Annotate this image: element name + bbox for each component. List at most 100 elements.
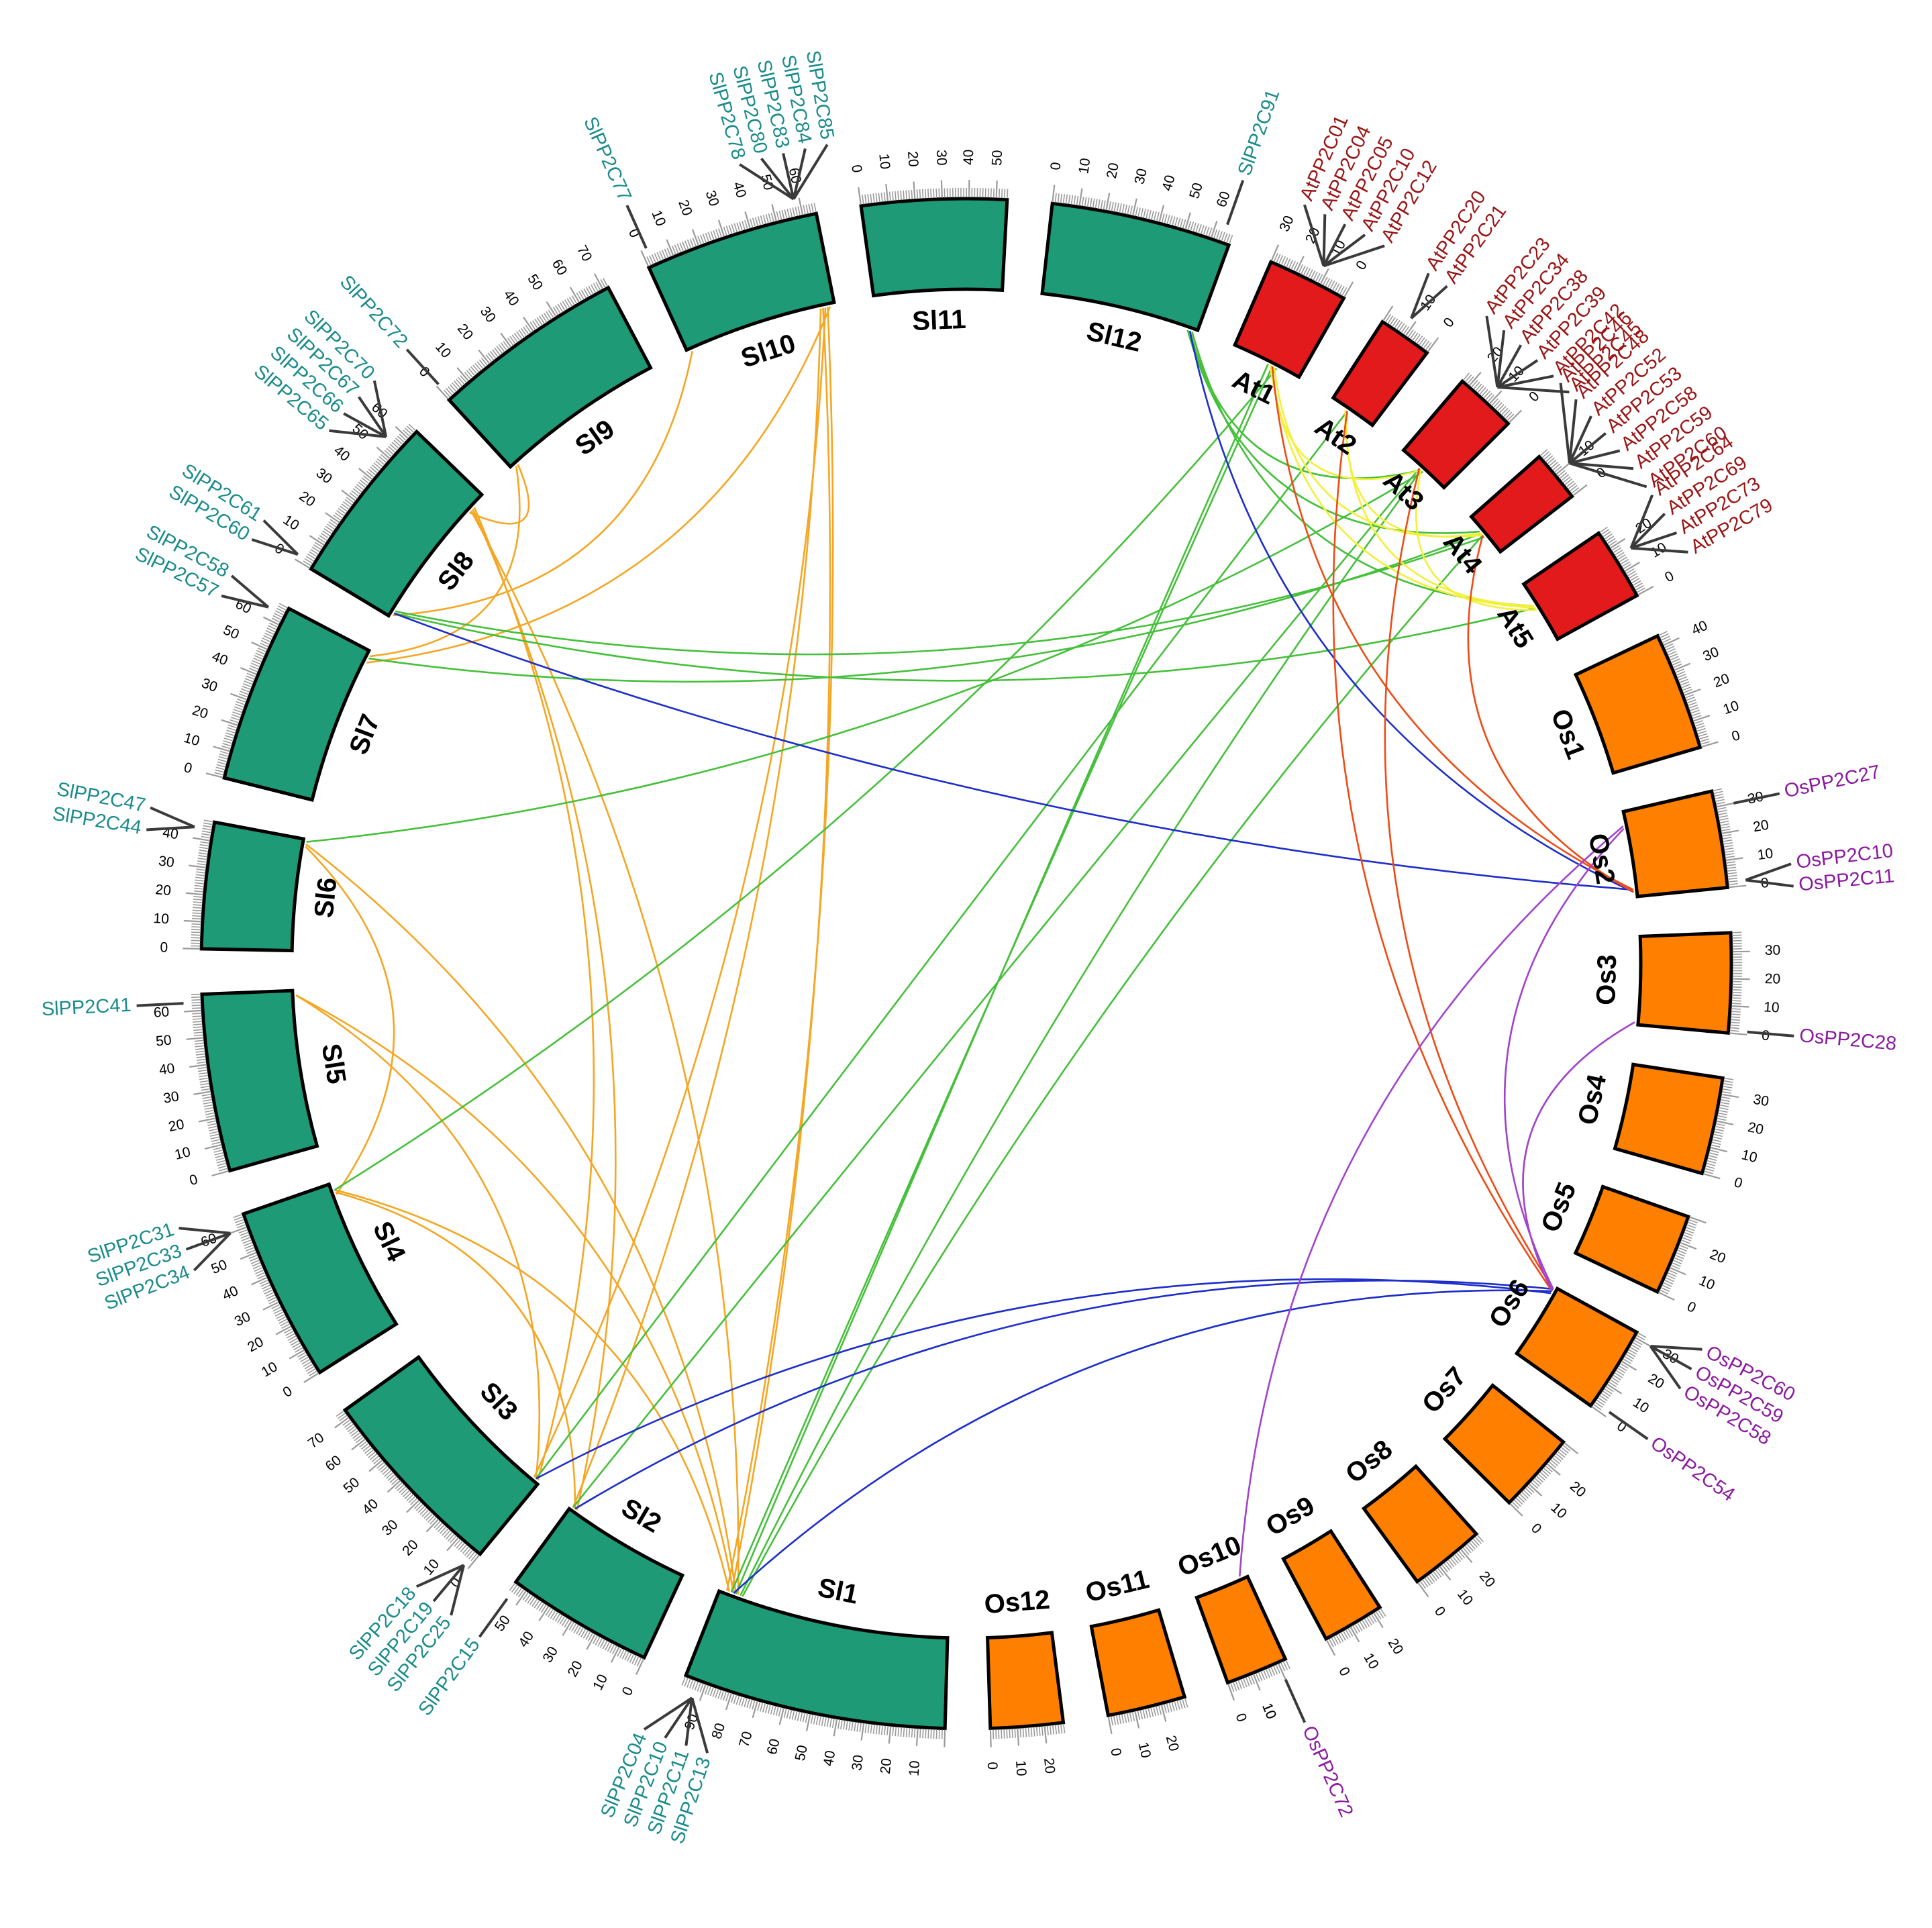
chromosome-band-Os11 — [1089, 1608, 1187, 1718]
axis-tick — [1123, 1713, 1127, 1723]
axis-tick — [1310, 270, 1316, 280]
axis-tick — [1664, 1279, 1674, 1285]
axis-tick — [458, 376, 465, 385]
axis-tick — [1407, 329, 1414, 338]
axis-tick — [211, 1139, 221, 1142]
axis-tick — [933, 1729, 935, 1739]
axis-tick — [925, 1729, 927, 1739]
gene-label: SlPP2C77 — [579, 113, 635, 204]
axis-tick — [1727, 874, 1737, 877]
axis-tick — [205, 1109, 215, 1113]
gene-connector — [405, 348, 440, 385]
axis-tick — [238, 1229, 248, 1234]
axis-tick — [725, 1692, 733, 1711]
axis-tick — [205, 1112, 215, 1115]
axis-tick — [319, 535, 328, 542]
axis-tick — [1317, 274, 1323, 283]
gene-connector — [262, 519, 299, 556]
axis-tick — [288, 1335, 297, 1341]
axis-tick — [597, 1637, 603, 1647]
axis-tick — [192, 909, 202, 912]
axis-tick — [884, 1725, 886, 1735]
axis-tick — [1458, 1550, 1466, 1559]
axis-tick — [200, 1085, 210, 1088]
axis-tick — [1699, 738, 1709, 743]
axis-tick — [646, 256, 652, 266]
axis-tick — [1477, 385, 1484, 393]
gene-connector — [1629, 513, 1666, 550]
axis-tick — [674, 244, 679, 254]
axis-tick — [1591, 1406, 1607, 1417]
tick-label: 10 — [907, 1760, 923, 1777]
axis-tick — [186, 1037, 204, 1040]
axis-tick — [264, 632, 274, 638]
tick-label: 30 — [313, 465, 336, 487]
axis-tick — [309, 1370, 317, 1376]
axis-tick — [609, 1644, 615, 1654]
chromosome-label-Sl11: Sl11 — [911, 305, 966, 336]
axis-tick — [1215, 230, 1221, 240]
axis-tick — [260, 1282, 270, 1287]
axis-tick — [204, 1144, 222, 1150]
axis-tick — [1723, 840, 1733, 842]
axis-tick — [576, 292, 582, 301]
axis-tick — [271, 1304, 281, 1309]
synteny-links — [295, 306, 1635, 1597]
axis-tick — [183, 948, 201, 950]
axis-tick — [687, 239, 692, 249]
axis-tick — [1315, 272, 1321, 282]
axis-tick — [1240, 1678, 1245, 1688]
gene-connector — [1496, 359, 1539, 389]
axis-tick — [244, 678, 254, 682]
axis-tick — [933, 188, 935, 199]
axis-tick — [927, 189, 929, 199]
axis-tick — [1248, 1676, 1253, 1686]
axis-tick — [323, 528, 332, 535]
axis-tick — [376, 458, 385, 466]
axis-tick — [1717, 809, 1727, 813]
tick-label: 0 — [848, 164, 864, 174]
axis-tick — [754, 217, 759, 227]
tick-label: 10 — [1259, 1701, 1279, 1721]
axis-tick — [778, 1707, 784, 1725]
axis-tick — [215, 1154, 225, 1158]
gene-connector — [1322, 214, 1327, 266]
axis-tick — [1721, 1093, 1739, 1099]
axis-tick — [1521, 1491, 1529, 1499]
axis-tick — [640, 250, 650, 267]
axis-tick — [256, 650, 266, 655]
axis-tick — [195, 879, 205, 882]
axis-tick — [811, 203, 814, 213]
axis-tick — [1288, 259, 1294, 269]
synteny-link-Sl7-Sl10 — [366, 306, 831, 664]
axis-tick — [214, 1152, 224, 1156]
axis-tick — [1327, 279, 1333, 289]
axis-tick — [1713, 1133, 1723, 1137]
axis-tick — [1227, 1683, 1235, 1701]
axis-tick — [1564, 1442, 1579, 1455]
axis-tick — [1385, 313, 1391, 323]
axis-tick — [797, 1711, 801, 1721]
synteny-link-Sl4-At1 — [334, 368, 1278, 1191]
axis-tick — [603, 278, 609, 287]
axis-tick — [336, 1410, 345, 1417]
axis-tick — [240, 1252, 257, 1260]
axis-tick — [1134, 1711, 1140, 1729]
axis-tick — [387, 1480, 401, 1493]
axis-tick — [292, 1342, 301, 1348]
tick-label: 10 — [1721, 698, 1741, 717]
axis-tick — [295, 1347, 304, 1353]
axis-tick — [389, 1476, 397, 1483]
axis-tick — [1537, 1473, 1546, 1481]
axis-tick — [305, 556, 315, 562]
axis-tick — [1637, 585, 1654, 596]
axis-tick — [436, 385, 449, 400]
axis-tick — [399, 434, 407, 442]
tick-label: 40 — [1160, 174, 1178, 193]
gene-label: SlPP2C91 — [1234, 87, 1284, 179]
synteny-link-Sl3-Sl10 — [533, 307, 827, 1478]
axis-tick — [1115, 1715, 1119, 1725]
axis-tick — [267, 1297, 277, 1302]
